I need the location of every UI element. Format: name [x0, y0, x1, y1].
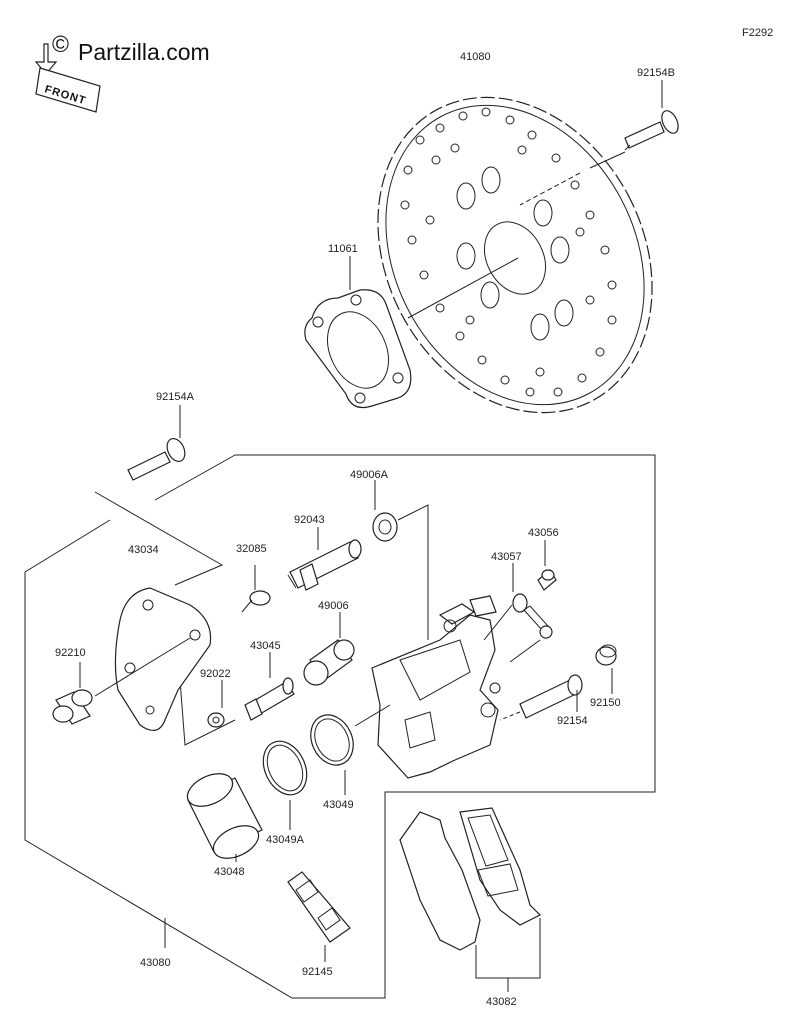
copyright-symbol: ©: [52, 31, 69, 57]
label-43080: 43080: [140, 957, 171, 969]
bracket-43034: [114, 587, 212, 731]
label-92145: 92145: [302, 966, 333, 978]
label-43034: 43034: [128, 544, 159, 556]
pin-92154: [519, 674, 583, 719]
label-49006A: 49006A: [350, 469, 389, 481]
label-92043: 92043: [294, 514, 325, 526]
label-11061: 11061: [328, 243, 358, 255]
washer-92022: [207, 712, 225, 728]
label-43049: 43049: [323, 799, 354, 811]
boot-49006A: [372, 512, 398, 542]
label-41080: 41080: [460, 51, 491, 63]
label-43045: 43045: [250, 640, 281, 652]
brake-disc-41080: [377, 96, 653, 414]
label-32085: 32085: [236, 543, 267, 555]
pin-43045: [244, 677, 295, 721]
label-43048: 43048: [214, 866, 245, 878]
caliper-assembly-outline: [24, 454, 656, 999]
label-92154: 92154: [557, 715, 588, 727]
seal-43049: [310, 714, 354, 766]
label-49006: 49006: [318, 600, 349, 612]
caliper-body: [371, 595, 501, 779]
label-92150: 92150: [590, 697, 621, 709]
bleeder-43056: [537, 569, 557, 591]
label-43056: 43056: [528, 527, 559, 539]
seal-43049A: [262, 740, 308, 796]
spring-92145: [287, 871, 351, 943]
label-43057: 43057: [491, 551, 522, 563]
plug-92150: [595, 644, 617, 666]
bolt-92154B: [624, 110, 679, 151]
pin-92210: [52, 689, 93, 725]
watermark-text: Partzilla.com: [78, 39, 210, 65]
pin-92043: [287, 539, 362, 591]
label-92154B: 92154B: [637, 67, 675, 79]
bolt-92154A: [127, 438, 186, 481]
label-92022: 92022: [200, 668, 231, 680]
figure-code: F2292: [742, 27, 773, 39]
clip-32085: [241, 590, 271, 613]
boot-49006: [303, 639, 355, 686]
front-arrow-icon: FRONT: [34, 43, 101, 113]
label-43082: 43082: [486, 996, 517, 1008]
label-92154A: 92154A: [156, 391, 195, 403]
gasket-11061: [304, 289, 412, 409]
label-43049A: 43049A: [266, 834, 305, 846]
cap-43057: [512, 593, 553, 639]
piston-43048: [186, 773, 263, 859]
label-92210: 92210: [55, 647, 86, 659]
partzilla-logo: © Partzilla.com: [52, 31, 210, 65]
brake-pads-43082: [399, 807, 542, 951]
